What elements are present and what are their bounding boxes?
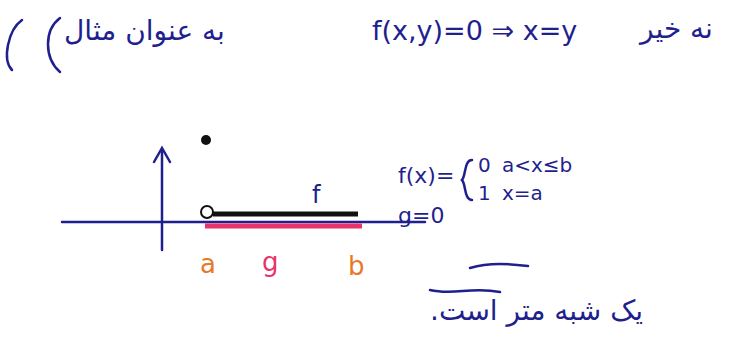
formula: f(x)=	[398, 164, 454, 188]
f-segment	[213, 212, 358, 217]
function-label: f	[312, 182, 320, 208]
open-dot	[201, 206, 213, 218]
formula: a<x≤b	[502, 154, 572, 176]
filled-dot	[201, 135, 211, 145]
formula: 0	[478, 154, 491, 176]
integral-mark	[7, 20, 22, 70]
formula: x=a	[502, 182, 543, 204]
remark: نه خیر	[640, 14, 713, 45]
parenthesis	[48, 18, 60, 72]
function-label: g	[262, 248, 279, 277]
y-axis	[161, 150, 164, 250]
axis-arrow	[154, 148, 170, 162]
x-axis	[62, 221, 425, 224]
formula: f(x,y)=0 ⇒ x=y	[372, 16, 577, 46]
formula: g=0	[398, 204, 444, 228]
point-label: b	[348, 252, 365, 281]
brace	[462, 160, 472, 200]
stroke	[430, 290, 500, 292]
remark: به عنوان مثال	[64, 16, 225, 47]
remark: یک شبه متر است.	[430, 296, 643, 327]
overline	[470, 264, 528, 268]
g-segment	[205, 224, 362, 229]
formula: 1	[478, 182, 491, 204]
point-label: a	[200, 250, 216, 279]
